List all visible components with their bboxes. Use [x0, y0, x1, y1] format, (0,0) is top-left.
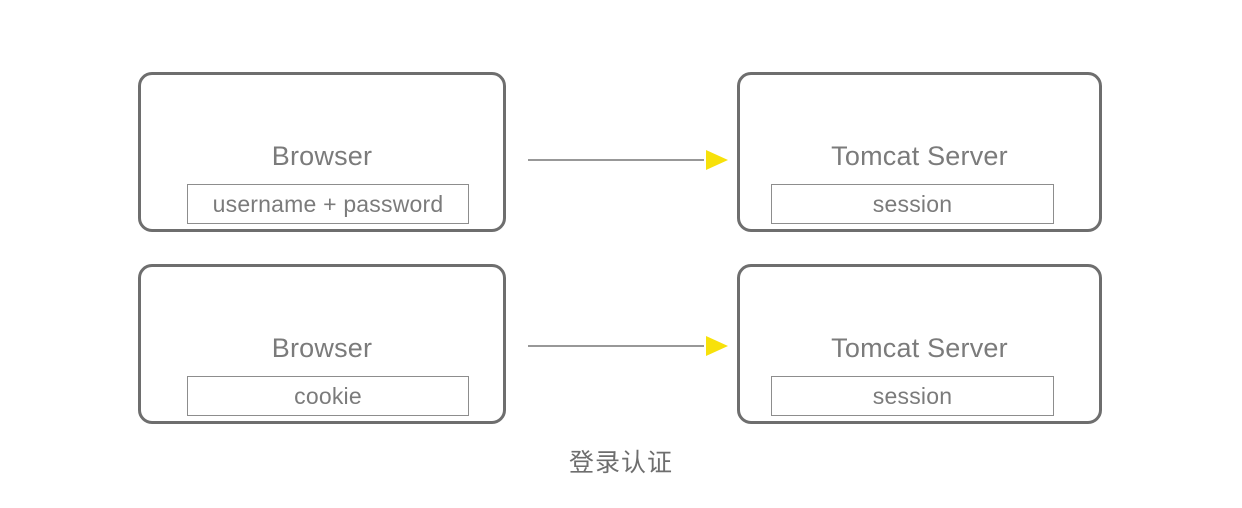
payload-box-cookie[interactable]: cookie — [187, 376, 469, 416]
payload-box-username-password[interactable]: username + password — [187, 184, 469, 224]
payload-label-session-cookie: session — [872, 382, 953, 409]
node-title-browser-login: Browser — [271, 141, 373, 171]
node-tomcat-server-login[interactable]: Tomcat Server session — [737, 72, 1102, 232]
node-tomcat-server-cookie[interactable]: Tomcat Server session — [737, 264, 1102, 424]
payload-label-session-login: session — [872, 190, 953, 217]
arrow-browser-to-server-cookie — [528, 336, 728, 356]
payload-box-session-cookie[interactable]: session — [771, 376, 1054, 416]
diagram-caption: 登录认证 — [568, 449, 673, 477]
payload-box-session-login[interactable]: session — [771, 184, 1054, 224]
node-browser-cookie[interactable]: Browser cookie — [138, 264, 506, 424]
arrow-head-icon — [706, 150, 728, 170]
node-browser-login[interactable]: Browser username + password — [138, 72, 506, 232]
arrow-head-icon — [706, 336, 728, 356]
arrow-browser-to-server-login — [528, 150, 728, 170]
node-title-tomcat-server-login: Tomcat Server — [831, 141, 1008, 171]
node-title-browser-cookie: Browser — [271, 333, 373, 363]
payload-label-username-password: username + password — [212, 190, 444, 217]
payload-label-cookie: cookie — [294, 382, 362, 409]
node-title-tomcat-server-cookie: Tomcat Server — [831, 333, 1008, 363]
